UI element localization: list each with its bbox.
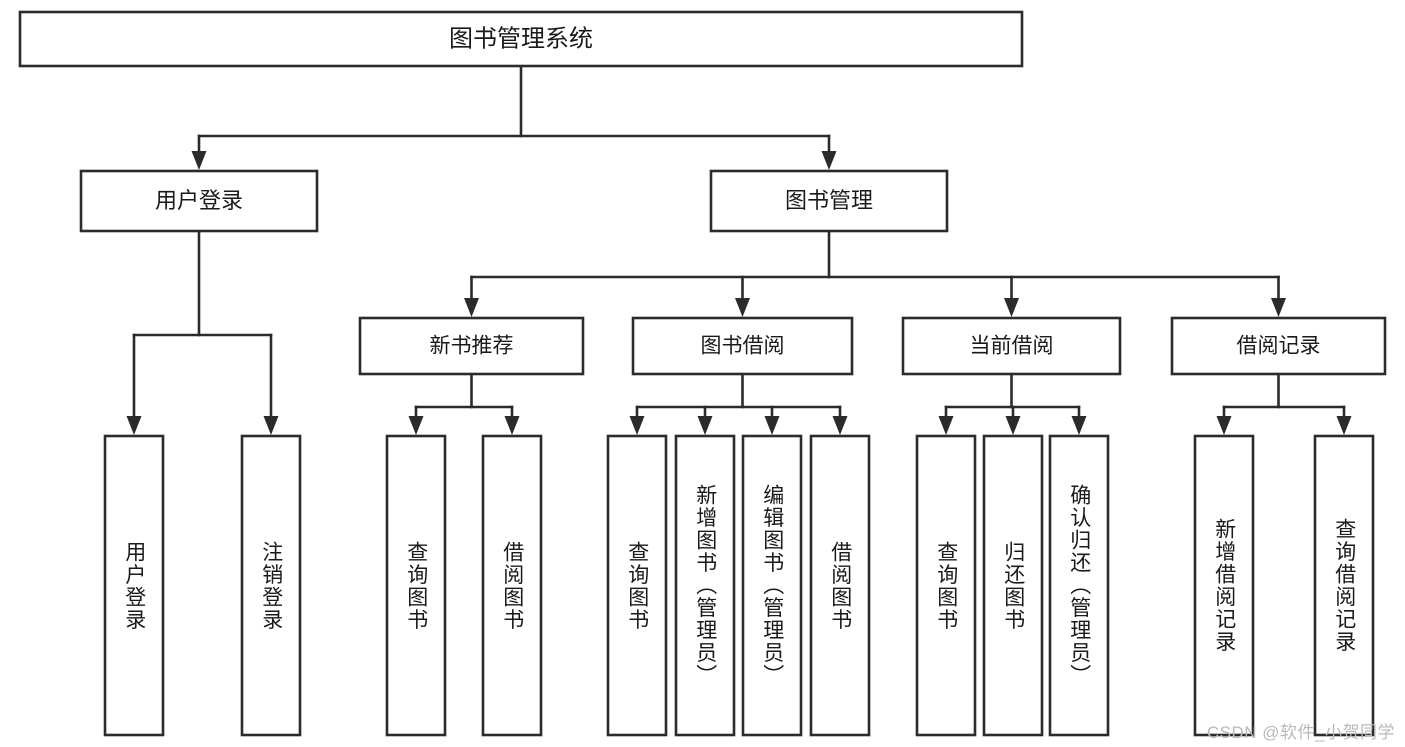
node-box-user-logout[interactable]: [240, 434, 302, 737]
arrow-head-icon: [1336, 416, 1352, 435]
arrow-head-icon: [408, 416, 424, 435]
arrow-head-icon: [126, 416, 142, 435]
arrow-head-icon: [1216, 416, 1232, 435]
node-label-user-login: 用户登录: [155, 188, 243, 213]
boxes-layer: [18, 10, 1387, 737]
arrow-head-icon: [1004, 298, 1019, 317]
node-label-new-book-rec: 新书推荐: [430, 335, 514, 358]
node-box-nbr-query-book[interactable]: [385, 434, 447, 737]
node-box-nbr-borrow-book[interactable]: [481, 434, 543, 737]
node-label-root: 图书管理系统: [449, 25, 593, 52]
arrow-head-icon: [191, 151, 207, 170]
arrow-head-icon: [1005, 416, 1021, 435]
node-box-cb-confirm-return[interactable]: [1048, 434, 1110, 737]
arrow-head-icon: [697, 416, 713, 435]
node-box-br-add-record[interactable]: [1193, 434, 1255, 737]
arrow-head-icon: [504, 416, 520, 435]
node-box-bb-edit-book[interactable]: [741, 434, 803, 737]
arrow-head-icon: [263, 416, 279, 435]
node-box-user-login[interactable]: [79, 169, 319, 233]
node-box-cb-query-book[interactable]: [915, 434, 977, 737]
arrow-head-icon: [938, 416, 954, 435]
arrow-head-icon: [629, 416, 645, 435]
arrow-head-icon: [464, 298, 479, 317]
arrow-head-icon: [1071, 416, 1087, 435]
arrow-head-icon: [764, 416, 780, 435]
node-box-book-borrow[interactable]: [631, 316, 854, 376]
node-box-borrow-record[interactable]: [1170, 316, 1387, 376]
node-box-user-login-do[interactable]: [103, 434, 165, 737]
arrow-head-icon: [735, 298, 750, 317]
arrow-head-icon: [821, 151, 837, 170]
node-label-current-borrow: 当前借阅: [970, 335, 1054, 358]
node-box-current-borrow[interactable]: [901, 316, 1122, 376]
node-box-br-query-record[interactable]: [1313, 434, 1375, 737]
arrow-head-icon: [832, 416, 848, 435]
node-box-bb-borrow-book[interactable]: [809, 434, 871, 737]
node-box-bb-add-book[interactable]: [674, 434, 736, 737]
arrow-head-icon: [1271, 298, 1286, 317]
watermark-text: CSDN @软件_小贺同学: [1206, 723, 1395, 742]
node-label-book-manage: 图书管理: [785, 188, 873, 213]
node-box-bb-query-book[interactable]: [606, 434, 668, 737]
node-label-borrow-record: 借阅记录: [1237, 335, 1321, 358]
node-box-root[interactable]: [18, 10, 1024, 68]
connectors-layer: [126, 64, 1352, 435]
node-box-new-book-rec[interactable]: [358, 316, 585, 376]
node-box-book-manage[interactable]: [709, 169, 949, 233]
node-label-book-borrow: 图书借阅: [701, 335, 785, 358]
node-box-cb-return-book[interactable]: [982, 434, 1044, 737]
